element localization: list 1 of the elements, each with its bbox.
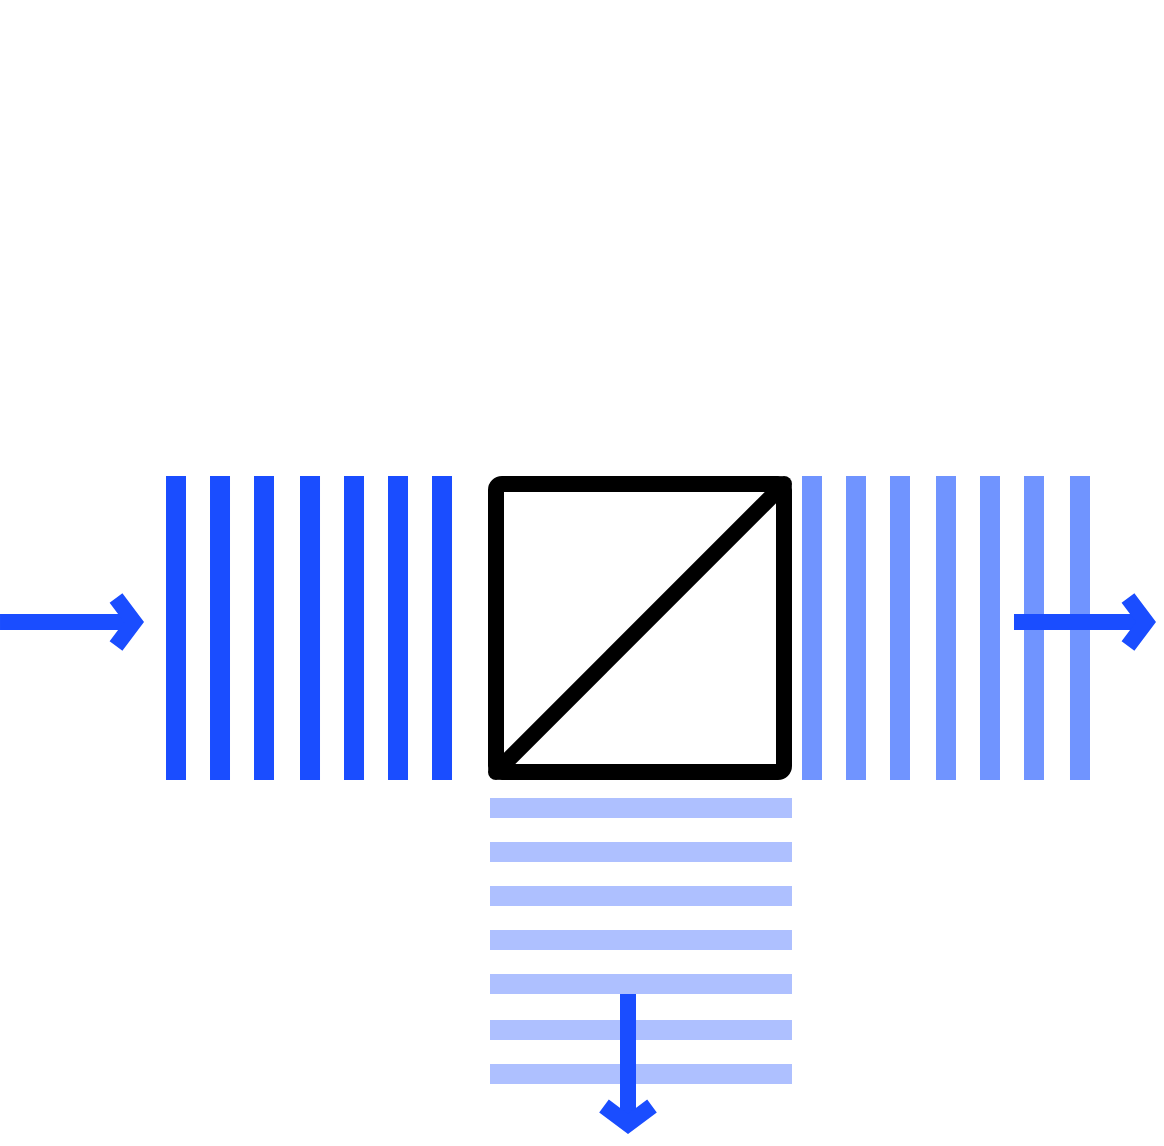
- beam-splitter-cube: [488, 476, 792, 780]
